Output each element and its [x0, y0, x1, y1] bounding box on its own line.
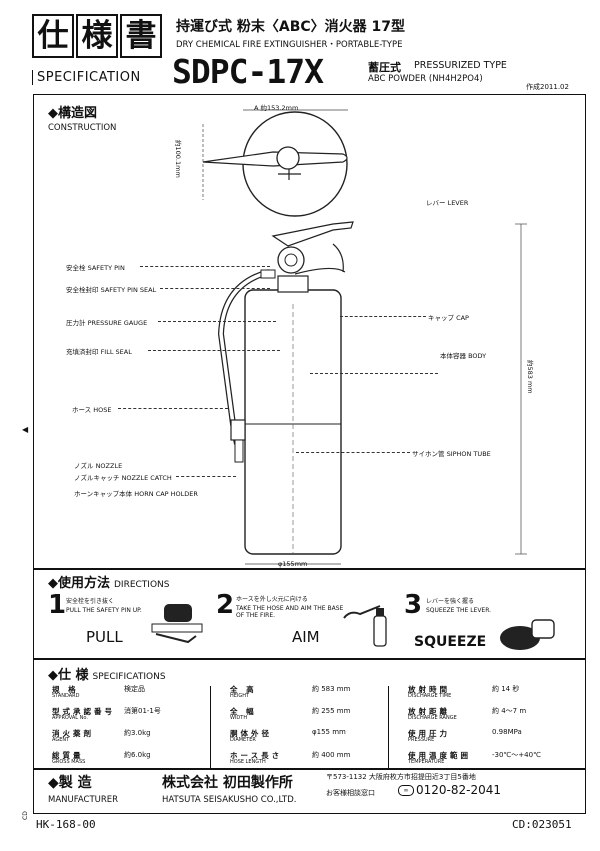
- aim-illustration: [343, 605, 387, 647]
- construction-heading: ◆構造図: [48, 106, 97, 121]
- product-title-en: DRY CHEMICAL FIRE EXTINGUISHER・PORTABLE-…: [176, 40, 403, 50]
- spec-divider: [388, 686, 389, 768]
- construction-panel: [33, 94, 586, 570]
- label-nozzle: ノズル NOZZLE: [74, 462, 123, 470]
- model-number: SDPC-17X: [172, 52, 324, 91]
- leader-line: [176, 476, 236, 477]
- label-fill-seal: 充填済封印 FILL SEAL: [66, 348, 132, 356]
- leader-line: [340, 316, 426, 317]
- label-horn-cap: ホーンキャップ本体 HORN CAP HOLDER: [74, 490, 198, 498]
- leader-line: [160, 288, 270, 289]
- label-safety-pin: 安全栓 SAFETY PIN: [66, 264, 125, 272]
- leader-line: [296, 452, 410, 453]
- step-3-en: SQUEEZE THE LEVER.: [426, 607, 492, 614]
- step-3-word: SQUEEZE: [414, 634, 487, 650]
- step-1-en: PULL THE SAFETY PIN UP.: [66, 607, 142, 614]
- dim-depth-label: 約100.1mm: [174, 140, 182, 178]
- step-2-number: 2: [216, 590, 235, 620]
- squeeze-illustration: [500, 619, 555, 650]
- step-1-jp: 安全栓を引き抜く: [66, 598, 115, 605]
- construction-heading-en: CONSTRUCTION: [48, 123, 117, 133]
- step-2-jp: ホースを外し火元に向ける: [236, 596, 308, 603]
- label-cap: キャップ CAP: [428, 314, 469, 322]
- title-char-3: 書: [120, 14, 162, 58]
- leader-line: [118, 408, 228, 409]
- manufacturer-heading-en: MANUFACTURER: [48, 795, 119, 805]
- side-arrow-icon: ◀: [22, 425, 29, 434]
- company-address: 〒573-1132 大阪府枚方市招提田近3丁目5番地: [326, 773, 476, 781]
- side-code: CD: [22, 811, 29, 820]
- step-1-number: 1: [48, 590, 67, 620]
- company-name-en: HATSUTA SEISAKUSHO CO.,LTD.: [162, 795, 297, 805]
- product-title-jp: 持運び式 粉末〈ABC〉消火器 17型: [176, 19, 406, 35]
- step-1-word: PULL: [86, 628, 123, 646]
- leader-line: [148, 350, 280, 351]
- step-2-en: TAKE THE HOSE AND AIM THE BASE OF THE FI…: [236, 605, 344, 619]
- document-code: HK-168-00: [36, 818, 96, 831]
- dim-height-label: 約583 mm: [526, 360, 534, 394]
- powder-type: ABC POWDER (NH4H2PO4): [368, 74, 483, 84]
- label-lever: レバー LEVER: [426, 199, 469, 207]
- label-body: 本体容器 BODY: [440, 352, 487, 360]
- manufacturer-heading: ◆製 造: [48, 775, 92, 791]
- free-dial-icon: ∞: [398, 785, 414, 796]
- step-2-word: AIM: [292, 628, 320, 646]
- leader-line: [140, 266, 270, 267]
- dim-width-label: A 約153.2mm: [254, 104, 299, 112]
- label-pin-seal: 安全栓封印 SAFETY PIN SEAL: [66, 286, 157, 294]
- extinguisher-drawing: [202, 109, 527, 565]
- title-char-2: 様: [76, 14, 118, 58]
- leader-line: [310, 373, 438, 374]
- issue-date: 作成2011.02: [526, 83, 569, 91]
- type-en: PRESSURIZED TYPE: [414, 60, 507, 71]
- leader-line: [158, 321, 276, 322]
- label-nozzle-catch: ノズルキャッチ NOZZLE CATCH: [74, 474, 172, 482]
- label-siphon: サイホン管 SIPHON TUBE: [412, 450, 491, 458]
- title-char-1: 仕: [32, 14, 74, 58]
- pull-illustration: [151, 604, 203, 644]
- spec-divider: [210, 686, 211, 768]
- contact-label: お客様相談窓口: [326, 789, 375, 797]
- spec-label: SPECIFICATION: [32, 70, 141, 85]
- label-gauge: 圧力計 PRESSURE GAUGE: [66, 319, 148, 327]
- specifications-panel: [33, 658, 586, 770]
- company-name-jp: 株式会社 初田製作所: [162, 775, 293, 791]
- type-jp: 蓄圧式: [368, 61, 401, 74]
- step-3-number: 3: [404, 590, 423, 620]
- directions-panel: [33, 568, 586, 660]
- dim-dia-label: φ155mm: [278, 560, 308, 568]
- cd-code: CD:023051: [512, 818, 572, 831]
- label-hose: ホース HOSE: [72, 406, 112, 414]
- manufacturer-panel: [33, 768, 586, 814]
- phone-number: 0120-82-2041: [416, 783, 502, 797]
- step-3-jp: レバーを強く握る: [426, 598, 475, 605]
